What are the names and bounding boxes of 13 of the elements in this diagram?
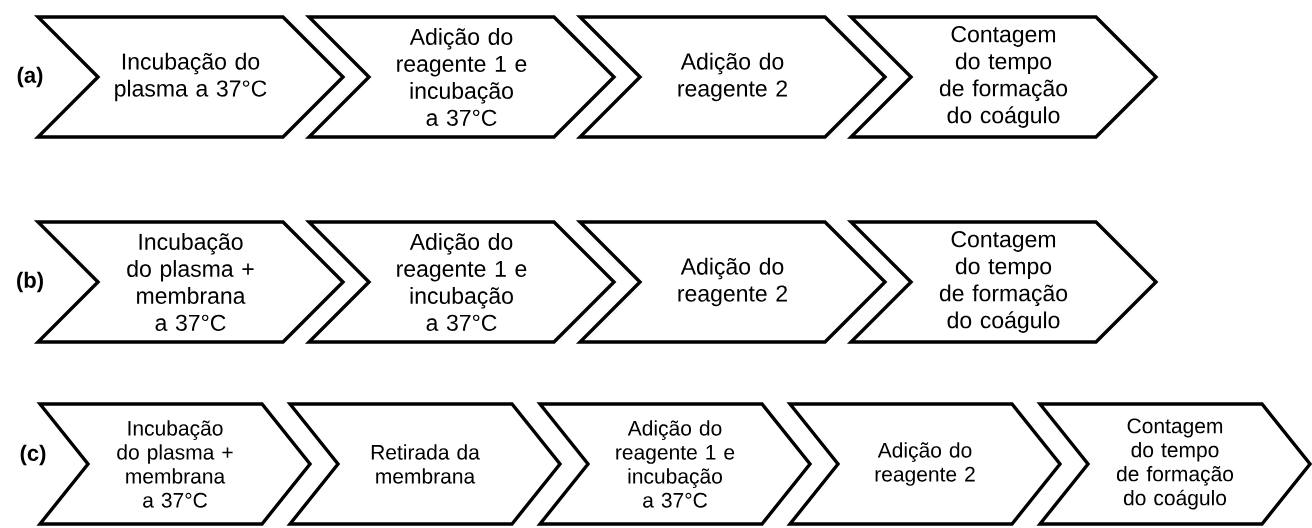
chevron-step: Contagem do tempo de formação do coágulo [846, 220, 1159, 344]
chevron-step: Adição do reagente 2 [575, 220, 888, 344]
chevron-step: Adição do reagente 1 e incubação a 37°C [304, 220, 617, 344]
chevron-step: Adição do reagente 1 e incubação a 37°C [304, 15, 617, 139]
chevron-step: Adição do reagente 2 [575, 15, 888, 139]
panel-label: (b) [17, 271, 43, 293]
chevron-step: Contagem do tempo de formação do coágulo [846, 15, 1159, 139]
panel-label: (a) [17, 66, 43, 88]
chevron-step: Adição do reagente 2 [786, 402, 1063, 526]
panel-label: (c) [20, 444, 46, 466]
chevron-step: Retirada da membrana [286, 402, 563, 526]
chevron-step: Adição do reagente 1 e incubação a 37°C [536, 402, 813, 526]
chevron-step: Contagem do tempo de formação do coágulo [1036, 402, 1312, 526]
